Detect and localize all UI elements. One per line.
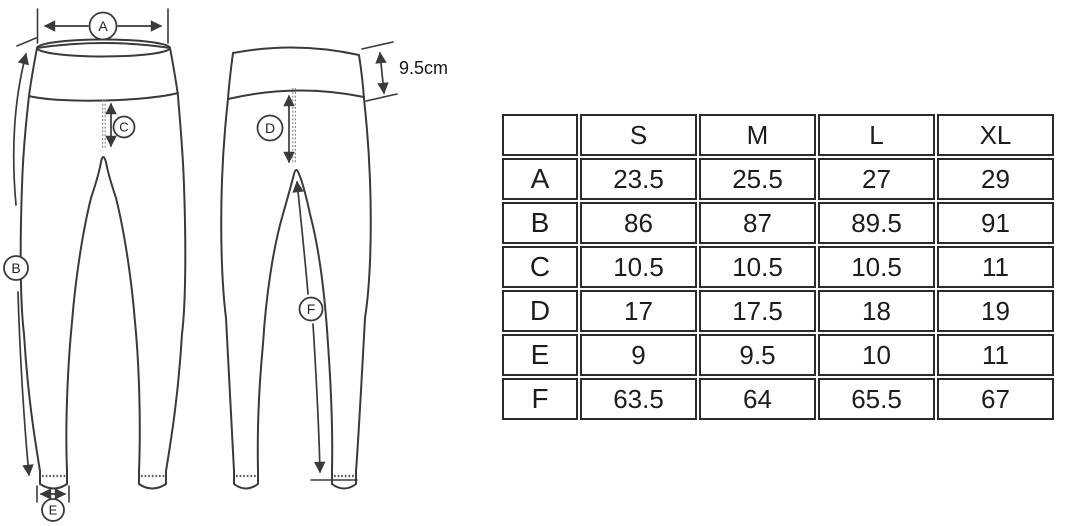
cell-value: 11 (937, 246, 1054, 288)
front-leggings-outline (19, 42, 187, 490)
cell-value: 89.5 (818, 202, 935, 244)
marker-f-circle (298, 296, 324, 322)
measure-c-front-rise: C (105, 102, 136, 148)
column-header-s: S (580, 114, 697, 156)
cell-value: 27 (818, 158, 935, 200)
measure-f-inseam: F (292, 180, 326, 474)
cell-value: 10 (818, 334, 935, 376)
marker-b-circle (3, 255, 29, 281)
cell-value: 10.5 (580, 246, 697, 288)
header-row: S M L XL (502, 114, 1054, 156)
back-view-drawing: 9.5cm D F (220, 41, 448, 490)
table-row-b: B 86 87 89.5 91 (502, 202, 1054, 244)
row-label: A (502, 158, 578, 200)
cell-value: 86 (580, 202, 697, 244)
measure-waistband-height: 9.5cm (361, 41, 448, 102)
column-header-m: M (699, 114, 816, 156)
cell-value: 91 (937, 202, 1054, 244)
marker-f-label: F (307, 301, 316, 317)
cell-value: 65.5 (818, 378, 935, 420)
cell-value: 23.5 (580, 158, 697, 200)
leggings-measurement-diagram: A B C E (3, 8, 448, 522)
measure-d-back-rise: D (256, 94, 295, 164)
table-row-e: E 9 9.5 10 11 (502, 334, 1054, 376)
row-label: D (502, 290, 578, 332)
cell-value: 17 (580, 290, 697, 332)
table-row-f: F 63.5 64 65.5 67 (502, 378, 1054, 420)
measure-b-side-length: B (3, 37, 37, 477)
measure-e-cuff-width: E (36, 485, 70, 522)
cell-value: 87 (699, 202, 816, 244)
marker-a-circle (88, 11, 118, 41)
back-waistband-seam (227, 89, 365, 100)
cell-value: 19 (937, 290, 1054, 332)
cell-value: 25.5 (699, 158, 816, 200)
table-row-a: A 23.5 25.5 27 29 (502, 158, 1054, 200)
marker-b-label: B (11, 260, 20, 276)
back-leggings-outline (220, 46, 372, 490)
marker-c-label: C (119, 120, 128, 135)
marker-d-label: D (265, 120, 275, 136)
table-row-c: C 10.5 10.5 10.5 11 (502, 246, 1054, 288)
row-label: B (502, 202, 578, 244)
front-view-drawing: A B C E (3, 8, 187, 522)
cell-value: 67 (937, 378, 1054, 420)
cell-value: 63.5 (580, 378, 697, 420)
cell-value: 18 (818, 290, 935, 332)
column-header-xl: XL (937, 114, 1054, 156)
marker-e-label: E (49, 503, 58, 518)
cell-value: 17.5 (699, 290, 816, 332)
marker-e-circle (41, 498, 65, 522)
cell-value: 10.5 (699, 246, 816, 288)
marker-d-circle (256, 114, 284, 142)
cell-value: 64 (699, 378, 816, 420)
cell-value: 9.5 (699, 334, 816, 376)
cell-value: 29 (937, 158, 1054, 200)
cell-value: 11 (937, 334, 1054, 376)
marker-a-label: A (98, 18, 108, 34)
cell-value: 9 (580, 334, 697, 376)
waistband-height-label: 9.5cm (399, 58, 448, 78)
cell-value: 10.5 (818, 246, 935, 288)
column-header-l: L (818, 114, 935, 156)
size-chart-table: S M L XL A 23.5 25.5 27 29 B 86 87 89.5 … (500, 112, 1056, 422)
row-label: C (502, 246, 578, 288)
marker-c-circle (112, 115, 136, 139)
table-row-d: D 17 17.5 18 19 (502, 290, 1054, 332)
measure-a-waist-width: A (36, 8, 169, 44)
row-label: E (502, 334, 578, 376)
row-label: F (502, 378, 578, 420)
corner-cell (502, 114, 578, 156)
